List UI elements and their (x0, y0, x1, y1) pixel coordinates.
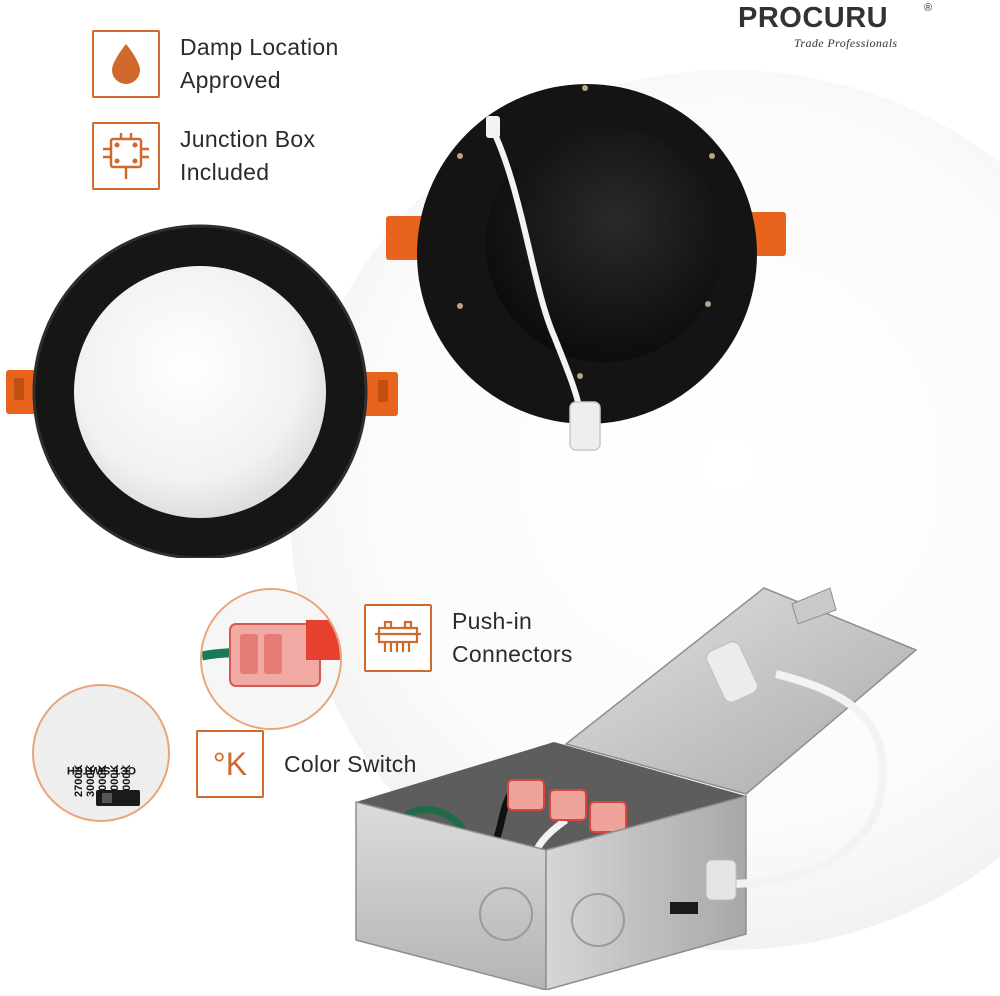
feature-damp-location: Damp Location Approved (92, 30, 339, 98)
diffuser-lens (74, 266, 326, 518)
power-cable (487, 122, 585, 421)
feature-label: Junction Box Included (180, 123, 315, 189)
box-cable (725, 670, 887, 888)
push-in-connector-closeup (200, 588, 342, 730)
feature-junction-box: Junction Box Included (92, 122, 315, 190)
junction-box-photo (355, 587, 918, 990)
feature-label: Push-in Connectors (452, 605, 573, 671)
push-in-connectors (507, 779, 627, 833)
cct-option: 3000K (85, 764, 97, 797)
feature-label-line: Included (180, 159, 270, 185)
water-drop-icon (92, 30, 160, 98)
feature-label-line: Connectors (452, 641, 573, 667)
feature-label: Damp Location Approved (180, 31, 339, 97)
feature-label-line: Push-in (452, 608, 533, 634)
cct-slide-switch (96, 790, 140, 806)
feature-label-line: Color Switch (284, 750, 417, 777)
feature-color-switch: °K Color Switch (196, 730, 417, 798)
brand-logo: PROCURU ® Trade Professionals (738, 2, 988, 56)
kelvin-symbol: °K (212, 745, 248, 782)
rear-cover (486, 126, 722, 362)
feature-label-line: Damp Location (180, 34, 339, 60)
feature-label: Color Switch (284, 748, 417, 781)
terminal-connector-icon (364, 604, 432, 672)
spring-clip-right (362, 372, 398, 416)
brand-name: PROCURU (738, 2, 889, 34)
cct-option: 4000K (97, 764, 109, 797)
cct-option: 5000K (109, 764, 121, 797)
kelvin-degree-icon: °K (196, 730, 264, 798)
registered-mark: ® (924, 2, 933, 14)
feature-label-line: Approved (180, 67, 281, 93)
cct-options: 2700K 3000K 4000K 5000K 6000K (73, 707, 133, 797)
cct-option: 2700K (73, 764, 85, 797)
box-side-panel (545, 795, 747, 990)
brand-tagline: Trade Professionals (794, 36, 898, 50)
downlight-back-photo (386, 84, 786, 451)
cct-switch-closeup: CCT SWITCH 2700K 3000K 4000K 5000K 6000K (32, 684, 170, 822)
box-cable-connector (705, 640, 759, 704)
box-cct-switch (670, 902, 698, 914)
cable-connector (569, 401, 601, 451)
junction-box-icon (92, 122, 160, 190)
feature-label-line: Junction Box (180, 126, 316, 152)
feature-push-in-connectors: Push-in Connectors (364, 604, 573, 672)
box-front-panel (355, 801, 547, 990)
cct-option: 6000K (121, 764, 133, 797)
downlight-front-photo (6, 224, 398, 558)
